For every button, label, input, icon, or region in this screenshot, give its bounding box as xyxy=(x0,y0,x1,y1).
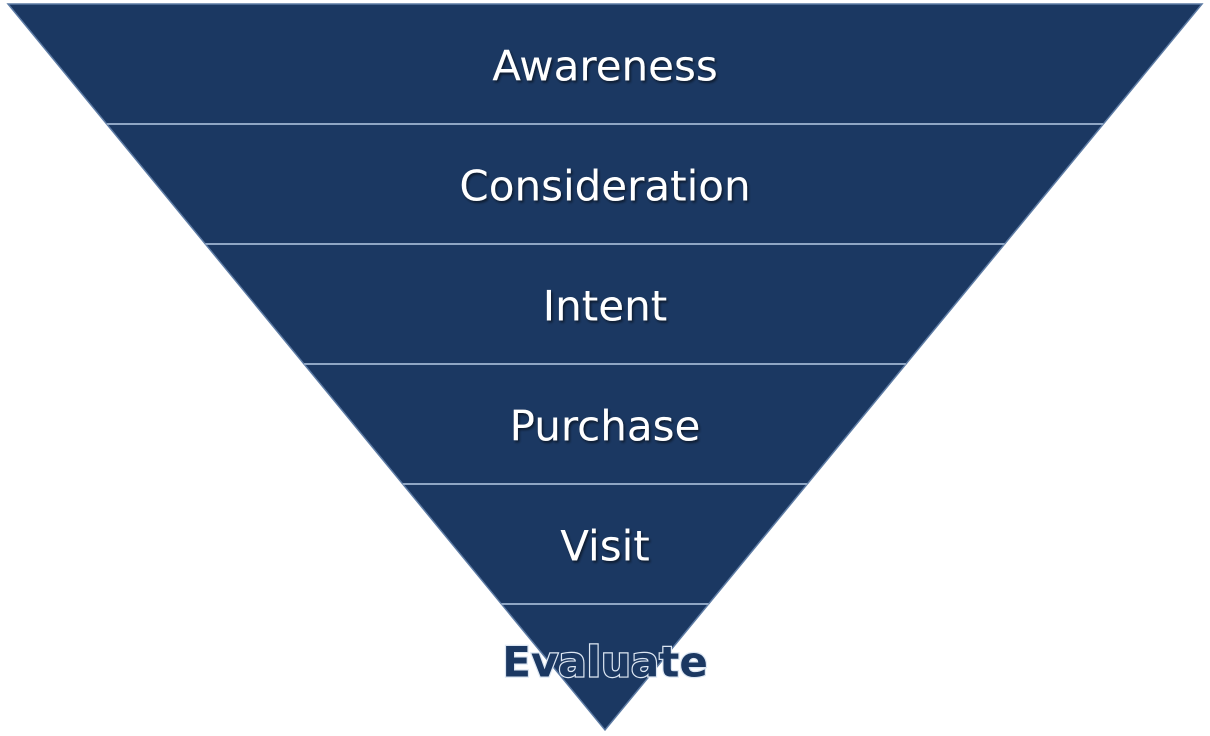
stage-label-consideration: Consideration xyxy=(459,162,750,211)
funnel-stages: AwarenessConsiderationIntentPurchaseVisi… xyxy=(6,3,1204,732)
stage-label-intent: Intent xyxy=(543,282,667,331)
stage-label-visit: Visit xyxy=(560,522,650,571)
stage-label-awareness: Awareness xyxy=(492,42,718,91)
stage-label-evaluate: Evaluate xyxy=(502,638,708,687)
funnel-body xyxy=(6,3,1204,732)
stage-label-purchase: Purchase xyxy=(510,402,701,451)
